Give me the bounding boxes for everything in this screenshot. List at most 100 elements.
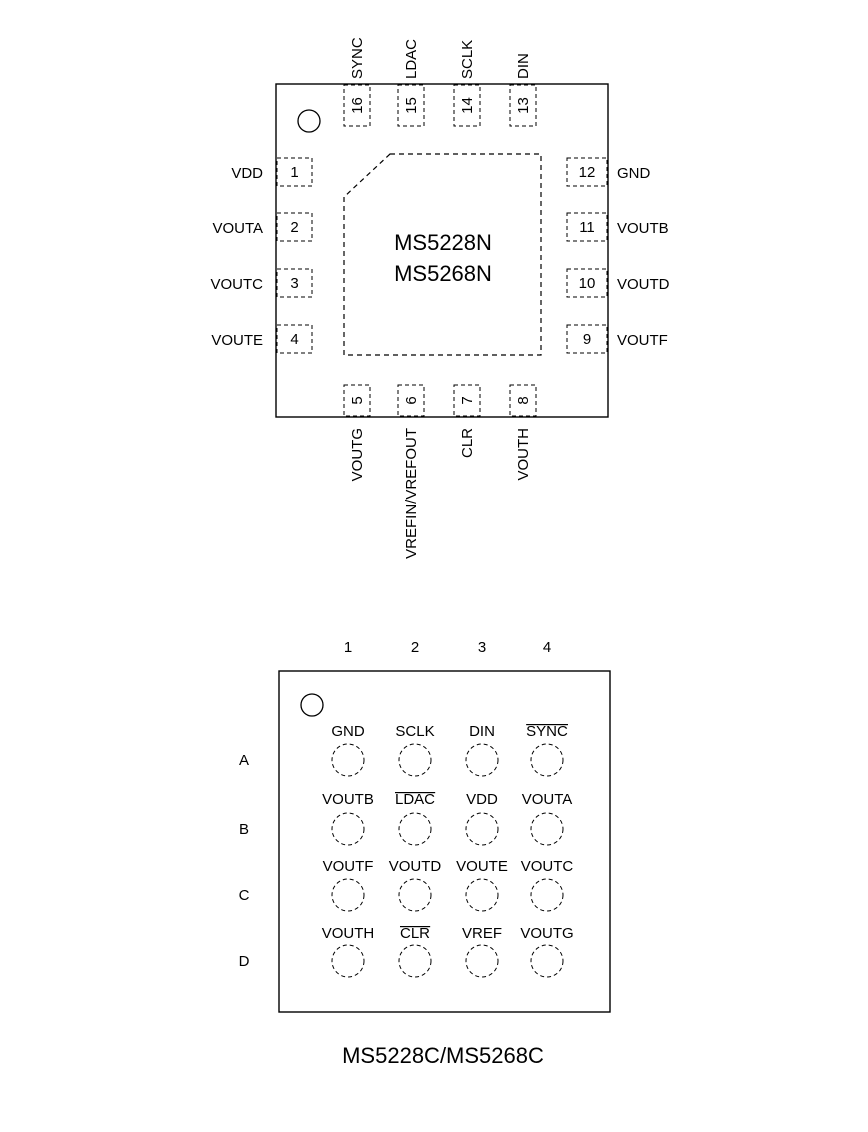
ball-label: VOUTE — [456, 858, 508, 875]
column-label: 1 — [344, 639, 352, 656]
ball-A4: SYNC — [526, 723, 568, 777]
ball-C1: VOUTF — [323, 858, 374, 912]
row-label: A — [239, 752, 249, 769]
row-label: C — [239, 887, 250, 904]
pin-pad — [566, 268, 608, 298]
ball-D1: VOUTH — [322, 925, 374, 978]
ball-label: CLR — [400, 925, 430, 942]
ball-outline — [398, 812, 432, 846]
ball-D3: VREF — [462, 925, 502, 978]
ball-D2: CLR — [398, 925, 432, 978]
pin-label: VOUTG — [349, 428, 366, 481]
pin-number: 8 — [515, 396, 532, 404]
pin-number: 7 — [459, 396, 476, 404]
ball-B4: VOUTA — [522, 791, 572, 846]
pin-number: 12 — [579, 164, 596, 181]
pin-number: 9 — [583, 331, 591, 348]
ball-C4: VOUTC — [521, 858, 574, 912]
pin-label: SYNC — [349, 37, 366, 79]
ball-label: VREF — [462, 925, 502, 942]
ball-label: VOUTG — [520, 925, 573, 942]
pin-number: 5 — [349, 396, 366, 404]
pin-4: 4 VOUTE — [211, 324, 313, 354]
pin-number: 1 — [290, 164, 298, 181]
ball-label: GND — [331, 723, 365, 740]
ball-a1-marker-circle — [300, 693, 324, 717]
pin-label: VOUTF — [617, 332, 668, 349]
ball-outline — [465, 812, 499, 846]
pin-16: 16 SYNC — [343, 37, 371, 127]
ball-label: VOUTC — [521, 858, 574, 875]
pin-number: 16 — [349, 97, 366, 114]
pin-label: VREFIN/VREFOUT — [403, 428, 420, 559]
ball-outline — [530, 743, 564, 777]
pin-pad — [343, 384, 371, 417]
bga-row-labels: A B C D — [239, 752, 250, 970]
pin-pad — [509, 84, 537, 127]
pin-number: 13 — [515, 97, 532, 114]
ball-C3: VOUTE — [456, 858, 508, 912]
ball-outline — [530, 944, 564, 978]
pin-pad — [397, 384, 425, 417]
ball-outline — [530, 812, 564, 846]
column-label: 4 — [543, 639, 551, 656]
overbar-line — [394, 792, 436, 794]
ball-outline — [331, 944, 365, 978]
ball-B2: LDAC — [394, 791, 436, 846]
qfn-package: MS5228N MS5268N 1VDD2VOUTA3VOUTC4VOUTE5V… — [211, 37, 670, 559]
pin-number: 3 — [290, 275, 298, 292]
pin-12: 12 GND — [566, 157, 651, 187]
ball-outline — [465, 878, 499, 912]
pin-label: DIN — [515, 53, 532, 79]
pin-pad — [397, 84, 425, 127]
pin-label: GND — [617, 165, 651, 182]
ball-D4: VOUTG — [520, 925, 574, 978]
bga-package-outline — [278, 670, 611, 1013]
exposed-pad-outline — [343, 153, 542, 356]
pin-9: 9 VOUTF — [566, 324, 668, 354]
pin-label: VOUTD — [617, 276, 670, 293]
pin-label: SCLK — [459, 40, 476, 79]
ball-outline — [331, 812, 365, 846]
pin-number: 11 — [579, 219, 595, 236]
pin-pad — [343, 84, 371, 127]
pin-number: 4 — [290, 331, 298, 348]
row-label: D — [239, 953, 250, 970]
pin-number: 6 — [403, 396, 420, 404]
ball-label: VOUTF — [323, 858, 374, 875]
pin-pad — [276, 157, 313, 187]
ball-B1: VOUTB — [322, 791, 374, 846]
pin-label: VOUTH — [515, 428, 532, 481]
ball-outline — [465, 944, 499, 978]
pin-label: VOUTC — [211, 276, 264, 293]
pin-13: 13 DIN — [509, 53, 537, 127]
pin-pad — [276, 212, 313, 242]
ball-outline — [530, 878, 564, 912]
ball-label: LDAC — [395, 791, 435, 808]
pin-pad — [276, 324, 313, 354]
ball-label: SYNC — [526, 723, 568, 740]
ball-A1: GND — [331, 723, 365, 777]
overbar-line — [526, 724, 568, 726]
pin-label: VOUTE — [211, 332, 263, 349]
row-label: B — [239, 821, 249, 838]
ball-A3: DIN — [465, 723, 499, 777]
pin-label: VDD — [231, 165, 263, 182]
part-number: MS5228N — [394, 230, 492, 255]
pin-pad — [453, 84, 481, 127]
ball-B3: VDD — [465, 791, 499, 846]
pin-3: 3 VOUTC — [211, 268, 313, 298]
pin-label: VOUTB — [617, 220, 669, 237]
overbar-line — [399, 926, 431, 928]
